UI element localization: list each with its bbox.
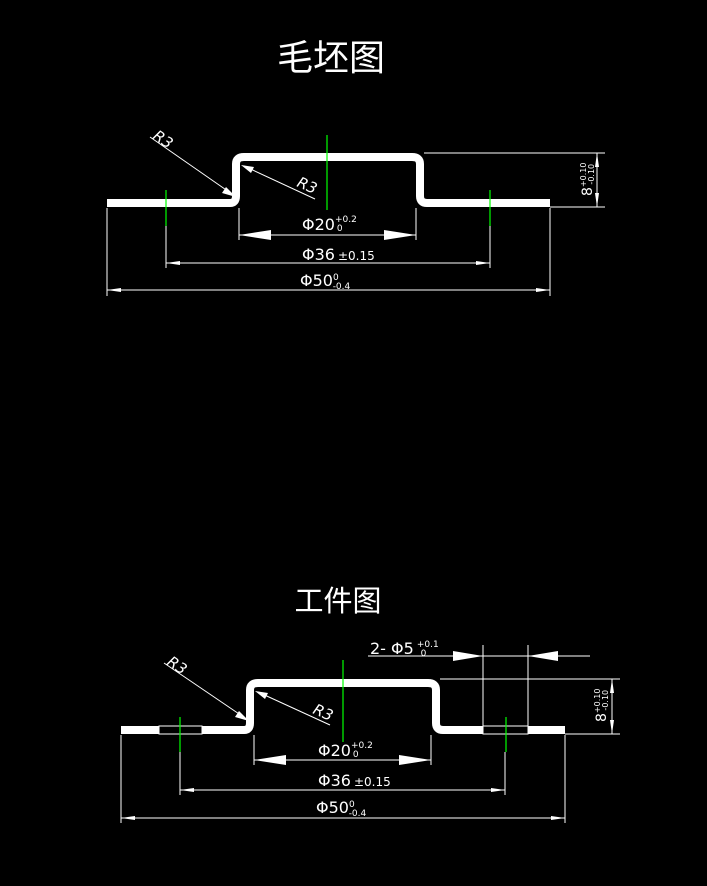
extension-lines [120, 645, 620, 823]
radius-outer: R3 [150, 126, 177, 152]
radius-inner: R3 [310, 700, 336, 725]
dim-dia50: Φ500-0.4 [316, 798, 367, 819]
dim-dia36: Φ36±0.15 [318, 771, 391, 790]
dim-height: 8+0.10-0.10 [579, 163, 596, 196]
blank-profile [107, 153, 550, 207]
radius-outer: R3 [164, 652, 191, 678]
blank-title: 毛坯图 [277, 38, 385, 79]
radius-inner: R3 [294, 173, 320, 198]
workpiece-title: 工件图 [294, 584, 381, 618]
dim-height: 8+0.10-0.10 [593, 689, 610, 722]
dim-dia50: Φ500-0.4 [300, 271, 351, 292]
extension-lines [106, 152, 605, 296]
dim-dia36: Φ36±0.15 [302, 245, 375, 264]
